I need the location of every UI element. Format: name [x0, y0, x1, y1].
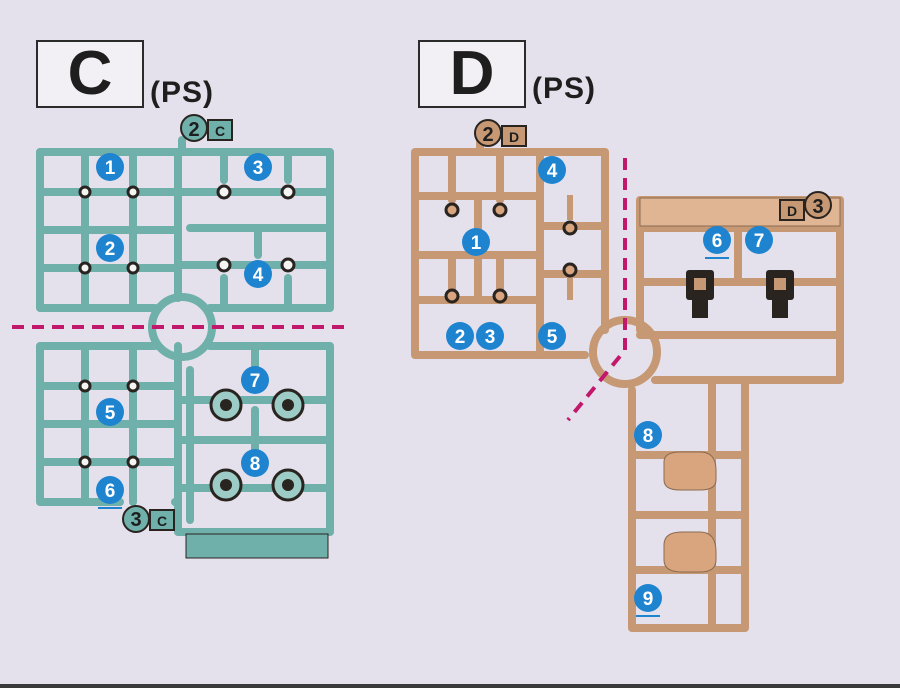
runner-d-material: (PS) — [532, 72, 596, 105]
runner-c-parts — [78, 184, 296, 469]
marker-c-1: 1 — [105, 158, 116, 179]
marker-c-8: 8 — [250, 454, 261, 475]
runner-d-tag-3-letter: D — [787, 203, 797, 219]
runner-d-tag-3-number: 3 — [812, 196, 823, 218]
runner-d-tag-2-letter: D — [509, 129, 519, 145]
runner-d-label: D — [418, 40, 526, 108]
marker-d-7: 7 — [754, 231, 765, 252]
page-bottom-border — [0, 684, 900, 688]
runner-c-material: (PS) — [150, 76, 214, 109]
marker-d-6: 6 — [712, 231, 723, 252]
marker-d-2: 2 — [455, 327, 466, 348]
marker-d-1: 1 — [471, 233, 482, 254]
runner-d-tag-2-number: 2 — [482, 124, 493, 146]
marker-c-2: 2 — [105, 239, 116, 260]
runner-d-tag-3 — [779, 191, 832, 221]
runner-d-sprue — [411, 136, 844, 632]
runner-c-tag-3-letter: C — [157, 513, 167, 529]
marker-c-3: 3 — [253, 158, 264, 179]
runner-c-tab — [185, 533, 329, 559]
runner-c-label: C — [36, 40, 144, 108]
runner-c-tag-2-letter: C — [215, 123, 225, 139]
runner-c-tag-3-number: 3 — [130, 509, 141, 531]
runner-c-tag-3 — [122, 505, 175, 533]
runner-c-tag-2-number: 2 — [188, 119, 199, 141]
marker-d-5: 5 — [547, 327, 558, 348]
runner-d-mech-parts — [686, 270, 794, 318]
runner-d-letter: D — [449, 39, 495, 108]
runner-c-discs — [209, 388, 305, 502]
runner-d-shells — [663, 451, 717, 573]
runner-c-letter: C — [67, 39, 113, 108]
runner-c-tag-2 — [180, 114, 233, 142]
runner-d-tag-2 — [474, 119, 527, 147]
runner-d-cut-line — [566, 158, 627, 422]
marker-c-5: 5 — [105, 403, 116, 424]
runner-d-marker-underlines — [636, 257, 729, 617]
marker-d-3: 3 — [485, 327, 496, 348]
marker-d-4: 4 — [547, 161, 558, 182]
marker-c-7: 7 — [250, 371, 261, 392]
marker-d-9: 9 — [643, 589, 654, 610]
marker-c-4: 4 — [253, 265, 264, 286]
runner-c-sprue — [36, 136, 334, 536]
marker-c-6: 6 — [105, 481, 116, 502]
marker-d-8: 8 — [643, 426, 654, 447]
runner-d-parts — [444, 195, 578, 304]
